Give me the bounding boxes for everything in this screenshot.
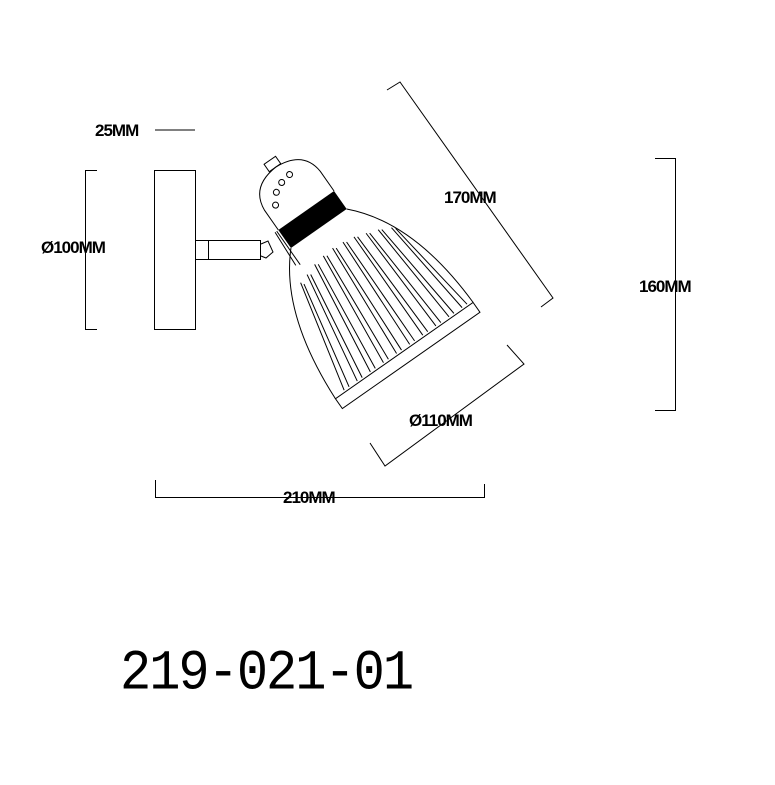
arm xyxy=(195,240,274,260)
backplate xyxy=(154,170,196,330)
dim-210mm: 210MM xyxy=(283,488,336,507)
black-band xyxy=(278,190,347,249)
dimension-lines xyxy=(85,81,676,498)
dim-25mm: 25MM xyxy=(95,121,139,140)
lamp-head xyxy=(259,155,481,410)
dim-160mm: 160MM xyxy=(639,277,692,296)
dim-170mm: 170MM xyxy=(444,188,497,207)
dim-110mm: Ø110MM xyxy=(409,411,473,430)
dim-100mm: Ø100MM xyxy=(41,238,106,257)
model-number: 219-021-01 xyxy=(120,642,414,706)
